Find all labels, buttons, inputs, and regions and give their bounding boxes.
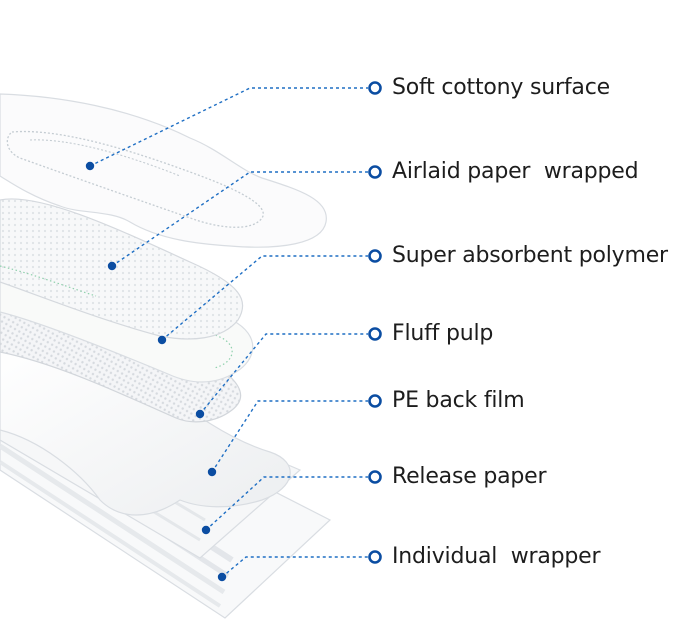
leader-lines <box>85 81 382 582</box>
ring-bullet-icon <box>368 81 382 95</box>
leader-line-release-paper <box>205 476 368 531</box>
leader-line-super-absorbent-polymer <box>161 255 368 341</box>
leader-line-pe-back-film <box>211 400 368 473</box>
soft-cottony-surface-layer <box>0 93 327 248</box>
dot-marker-icon <box>201 525 211 535</box>
ring-bullet-icon <box>368 327 382 341</box>
ring-bullet-icon <box>368 550 382 564</box>
label-fluff-pulp: Fluff pulp <box>392 321 494 346</box>
dot-marker-icon <box>207 467 217 477</box>
label-super-absorbent-polymer: Super absorbent polymer <box>392 243 668 268</box>
ring-bullet-icon <box>368 394 382 408</box>
dot-marker-icon <box>217 572 227 582</box>
label-release-paper: Release paper <box>392 464 547 489</box>
dot-marker-icon <box>157 335 167 345</box>
leader-line-fluff-pulp <box>199 333 368 415</box>
airlaid-paper-layer <box>0 198 244 340</box>
leader-line-airlaid-paper-wrapped <box>111 171 368 267</box>
ring-bullet-icon <box>368 249 382 263</box>
ring-bullet-icon <box>368 165 382 179</box>
label-soft-cottony-surface: Soft cottony surface <box>392 75 610 100</box>
dot-marker-icon <box>85 161 95 171</box>
dot-marker-icon <box>107 261 117 271</box>
ring-bullet-icon <box>368 470 382 484</box>
leader-line-individual-wrapper <box>221 556 368 578</box>
label-individual-wrapper: Individual wrapper <box>392 544 601 569</box>
dot-marker-icon <box>195 409 205 419</box>
label-airlaid-paper-wrapped: Airlaid paper wrapped <box>392 159 639 184</box>
label-pe-back-film: PE back film <box>392 388 525 413</box>
